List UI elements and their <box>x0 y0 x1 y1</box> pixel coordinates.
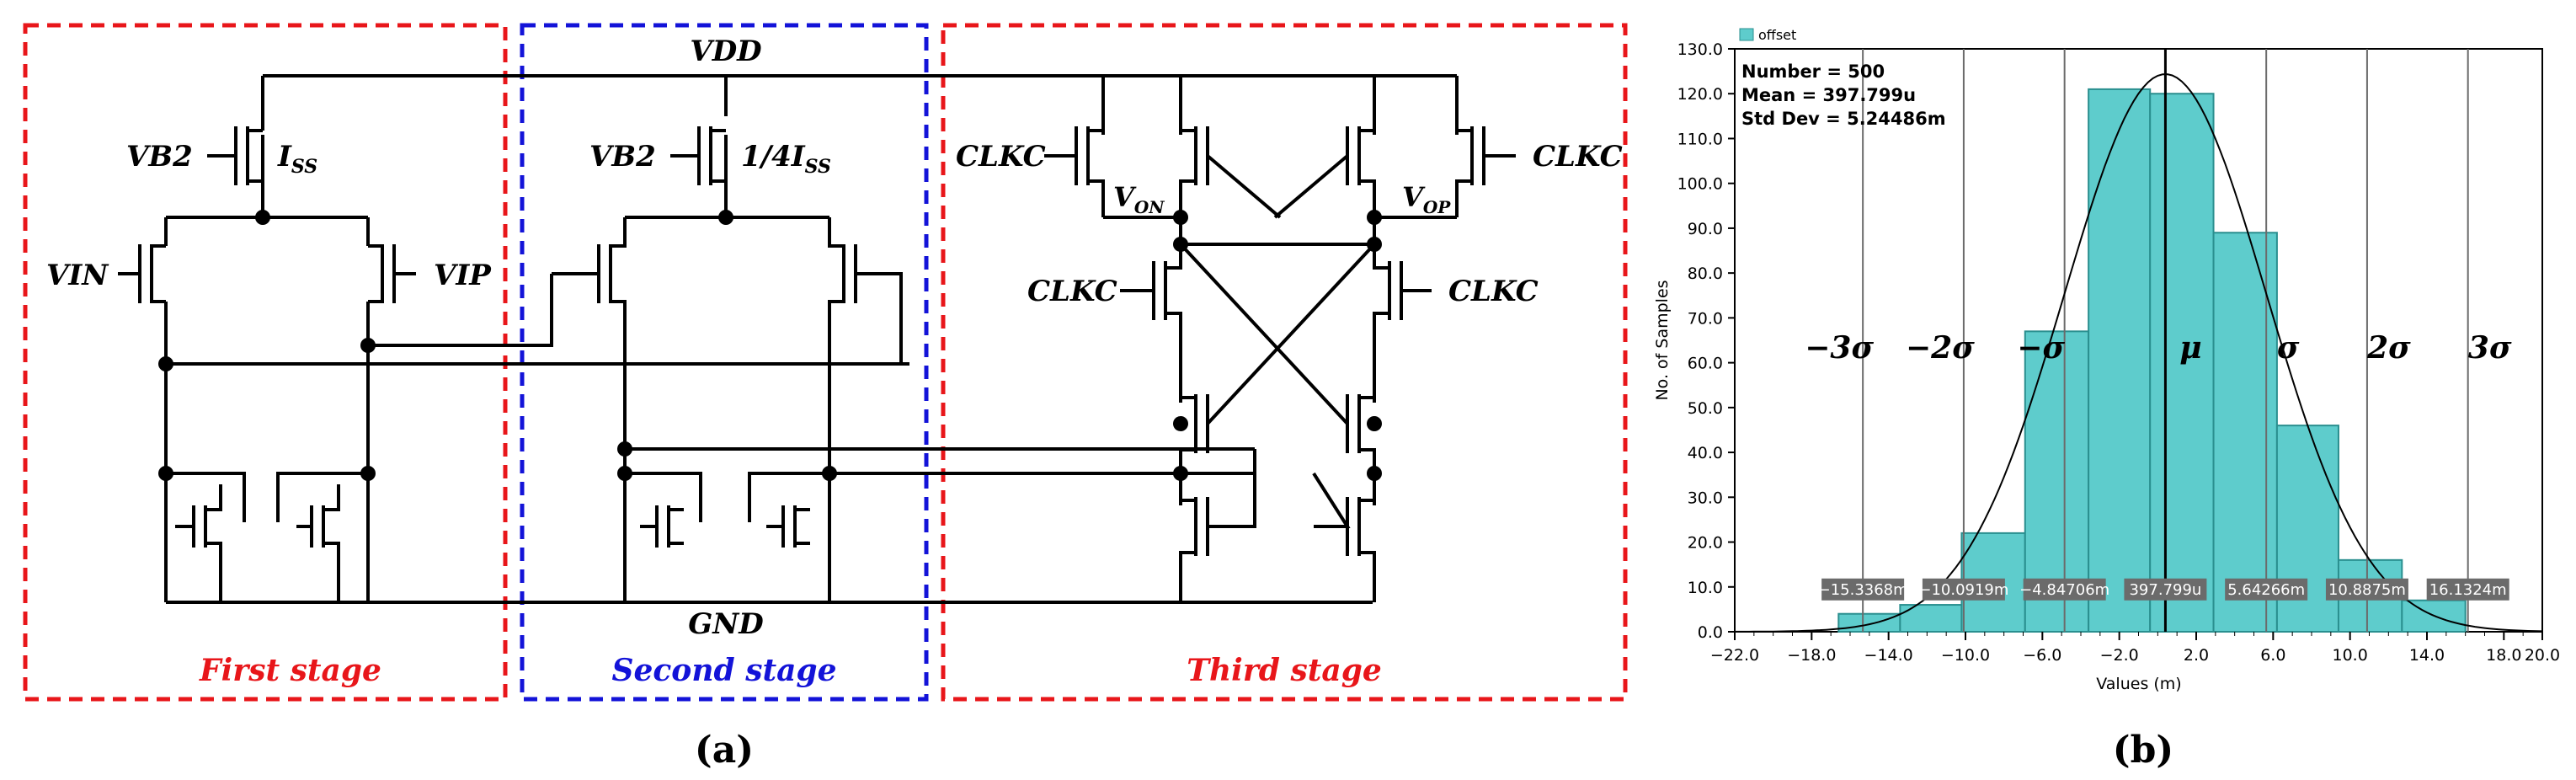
circuit-schematic: VDD GND VB2 ISS VB2 1/4ISS VIN VIP CLKC … <box>23 23 1628 772</box>
vb2-label-second: VB2 <box>589 140 656 174</box>
y-tick-label: 20.0 <box>1688 534 1723 553</box>
second-stage-label: Second stage <box>611 653 836 688</box>
sigma-value-marker-box <box>2426 578 2509 601</box>
third-stage-box <box>941 23 1628 702</box>
y-tick-label: 100.0 <box>1677 175 1723 194</box>
sigma-symbol-label: −3σ <box>1805 330 1874 366</box>
bars <box>1837 88 2467 633</box>
sigma-value-marker-text: 16.1324m <box>2429 581 2507 599</box>
x-tick-label: 10.0 <box>2333 646 2368 665</box>
sigma-value-markers: −15.3368m −10.0919m −4.84706m 397.799u 5.642… <box>1818 578 2509 601</box>
sigma-symbol-labels: −3σ −2σ −σ μ σ 2σ 3σ <box>1805 330 2512 366</box>
legend-label: offset <box>1758 27 1796 43</box>
x-tick-label: 20.0 <box>2525 646 2560 665</box>
vb2-label-first: VB2 <box>126 140 193 174</box>
normal-fit-curve <box>1735 73 2543 633</box>
histogram-bar <box>2212 232 2278 633</box>
y-tick-label: 40.0 <box>1688 444 1723 462</box>
y-tick-label: 30.0 <box>1688 489 1723 507</box>
gnd-label: GND <box>688 607 764 641</box>
sigma-value-marker-text: −4.84706m <box>2019 581 2109 599</box>
iss-label-second: 1/4ISS <box>741 140 831 178</box>
x-tick-label: −6.0 <box>2023 646 2061 665</box>
histogram-bar <box>1837 612 1901 633</box>
sigma-value-marker-box <box>1922 578 2005 601</box>
sigma-value-marker-text: −15.3368m <box>1818 581 1908 599</box>
x-tick-label: −14.0 <box>1864 646 1913 665</box>
x-tick-label: 18.0 <box>2486 646 2521 665</box>
caption-a: (a) <box>695 729 754 772</box>
sigma-value-marker-text: −10.0919m <box>1918 581 2008 599</box>
stat-stddev: Std Dev = 5.24486m <box>1741 109 1946 129</box>
y-axis-ticks: 0.0 10.0 20.0 30.0 40.0 50.0 60.0 70.0 80.0 90.0 1… <box>1677 40 1735 642</box>
sigma-value-marker-text: 397.799u <box>2129 581 2201 599</box>
sigma-symbol-label: −2σ <box>1906 330 1975 366</box>
clkc-label-top-right: CLKC <box>1533 140 1623 174</box>
third-stage-label: Third stage <box>1187 653 1382 688</box>
histogram-bar <box>2088 88 2152 633</box>
x-tick-label: −10.0 <box>1941 646 1990 665</box>
vdd-label: VDD <box>690 35 762 68</box>
vin-label: VIN <box>46 259 109 292</box>
histogram-chart: 0.0 10.0 20.0 30.0 40.0 50.0 60.0 70.0 80.0 90.0 1… <box>1653 27 2560 772</box>
sigma-symbol-label: σ <box>2277 330 2300 366</box>
stat-number: Number = 500 <box>1741 61 1885 82</box>
x-tick-label: 6.0 <box>2260 646 2285 665</box>
y-axis-label: No. of Samples <box>1653 280 1672 400</box>
sigma-value-marker-box <box>2225 578 2308 601</box>
first-stage-label: First stage <box>199 653 381 688</box>
y-tick-label: 60.0 <box>1688 355 1723 373</box>
caption-b: (b) <box>2113 729 2173 772</box>
x-tick-label: −18.0 <box>1787 646 1836 665</box>
histogram-bar <box>2275 425 2339 633</box>
sigma-value-marker-box <box>2124 578 2207 601</box>
sigma-value-marker-text: 10.8875m <box>2328 581 2406 599</box>
sigma-value-marker-box <box>2325 578 2408 601</box>
sigma-lines <box>1862 49 2469 632</box>
sigma-value-marker-box <box>2023 578 2106 601</box>
y-tick-label: 70.0 <box>1688 309 1723 328</box>
y-tick-label: 130.0 <box>1677 40 1723 59</box>
x-tick-label: −2.0 <box>2100 646 2139 665</box>
y-tick-label: 50.0 <box>1688 399 1723 418</box>
stat-mean: Mean = 397.799u <box>1741 85 1916 105</box>
sigma-symbol-label: −σ <box>2017 330 2065 366</box>
x-tick-label: −22.0 <box>1710 646 1759 665</box>
y-tick-label: 0.0 <box>1698 623 1723 642</box>
y-tick-label: 90.0 <box>1688 220 1723 238</box>
clkc-label-top-left: CLKC <box>956 140 1046 174</box>
vop-label: VOP <box>1402 181 1451 217</box>
x-tick-label: 2.0 <box>2184 646 2209 665</box>
von-label: VON <box>1113 181 1165 217</box>
clkc-label-mid-left: CLKC <box>1027 275 1117 308</box>
vip-label: VIP <box>434 259 492 292</box>
y-tick-label: 80.0 <box>1688 264 1723 283</box>
x-axis-label: Values (m) <box>2096 675 2181 693</box>
y-tick-label: 120.0 <box>1677 85 1723 104</box>
clkc-label-mid-right: CLKC <box>1448 275 1539 308</box>
sigma-symbol-label: μ <box>2179 330 2201 366</box>
sigma-value-marker-text: 5.64266m <box>2227 581 2305 599</box>
x-tick-label: 14.0 <box>2409 646 2445 665</box>
x-axis-ticks: −22.0 −18.0 −14.0 −10.0 −6.0 −2.0 2.0 6.0 10.0 14… <box>1710 632 2560 665</box>
y-tick-label: 10.0 <box>1688 579 1723 597</box>
histogram-bar <box>2149 93 2215 633</box>
sigma-value-marker-box <box>1821 578 1905 601</box>
y-tick-label: 110.0 <box>1677 130 1723 148</box>
sigma-symbol-label: 3σ <box>2468 330 2512 366</box>
wires <box>118 74 1516 604</box>
iss-label-first: ISS <box>277 140 317 178</box>
sigma-symbol-label: 2σ <box>2366 330 2411 366</box>
legend-swatch <box>1739 28 1754 41</box>
